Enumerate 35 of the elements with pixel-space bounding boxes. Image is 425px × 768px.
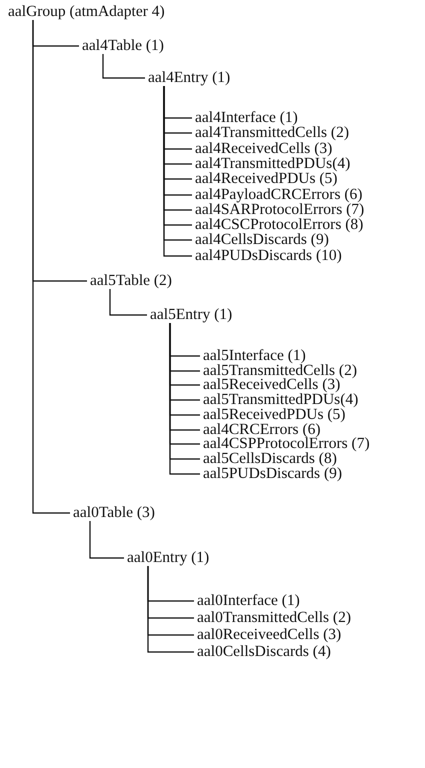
tree-node-label: aal5ReceivedPDUs (5) bbox=[203, 406, 346, 423]
tree-node-label: aal0ReceiveedCells (3) bbox=[197, 627, 342, 643]
tree-node-label: aal5Table (2) bbox=[90, 273, 172, 289]
tree-node-label: aal4CRCErrors (6) bbox=[203, 422, 321, 438]
tree-node-label: aal4TransmittedPDUs(4) bbox=[195, 156, 350, 172]
tree-node-label: aal5TransmittedPDUs(4) bbox=[203, 392, 358, 408]
tree-node-label: aal4CSPProtocolErrors (7) bbox=[203, 436, 370, 452]
tree-node-label: aal4Table (1) bbox=[82, 38, 164, 54]
tree-node-label: aal4PUDsDiscards (10) bbox=[195, 248, 342, 264]
tree-node-label: aal5Entry (1) bbox=[150, 307, 232, 323]
tree-node-label: aal5TransmittedCells (2) bbox=[203, 362, 357, 379]
tree-node-label: aal4ReceivedCells (3) bbox=[195, 140, 332, 157]
tree-node-label: aal5ReceivedCells (3) bbox=[203, 377, 340, 394]
tree-node-label: aal0TransmittedCells (2) bbox=[197, 610, 351, 626]
tree-node-label: aal4CellsDiscards (9) bbox=[195, 232, 329, 248]
tree-node-label: aal5Interface (1) bbox=[203, 348, 306, 364]
tree-node-label: aal0CellsDiscards (4) bbox=[197, 644, 331, 660]
tree-node-label: aal4PayloadCRCErrors (6) bbox=[195, 186, 362, 202]
tree-node-label: aal0Interface (1) bbox=[197, 593, 300, 609]
tree-node-label: aal5PUDsDiscards (9) bbox=[203, 466, 342, 482]
tree-node-label: aal4Entry (1) bbox=[148, 70, 230, 86]
tree-node-label: aal0Entry (1) bbox=[127, 550, 210, 566]
connector-line bbox=[32, 20, 70, 514]
tree-node-label: aal4Interface (1) bbox=[195, 110, 298, 126]
tree-node-label: aal4SARProtocolErrors (7) bbox=[195, 202, 364, 218]
tree-node-label: aalGroup (atmAdapter 4) bbox=[8, 4, 165, 20]
connector-line bbox=[102, 54, 145, 79]
connector-line bbox=[89, 521, 124, 559]
connector-line bbox=[147, 566, 194, 653]
tree-node-label: aal4ReceivedPDUs (5) bbox=[195, 171, 338, 188]
tree-node-label: aal4CSCProtocolErrors (8) bbox=[195, 217, 364, 234]
tree-node-label: aal4TransmittedCells (2) bbox=[195, 125, 349, 142]
tree-node-label: aal0Table (3) bbox=[73, 505, 155, 521]
tree-node-label: aal5CellsDiscards (8) bbox=[203, 450, 337, 467]
connector-line bbox=[109, 289, 147, 316]
